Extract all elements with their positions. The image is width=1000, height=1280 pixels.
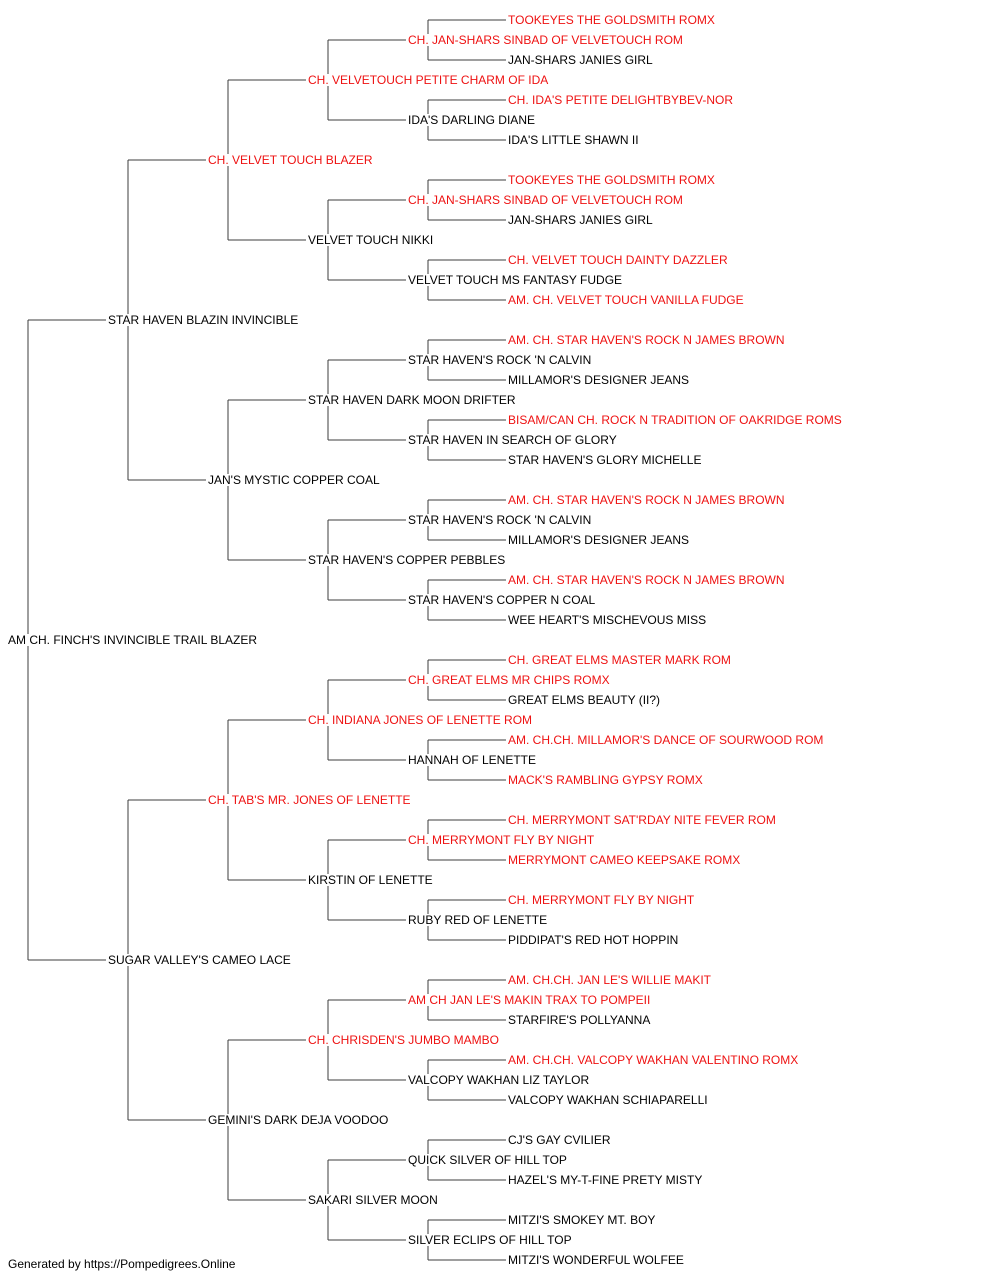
pedigree-node-root-sdsss: AM. CH. STAR HAVEN'S ROCK N JAMES BROWN bbox=[508, 333, 785, 347]
pedigree-node-root-sss: CH. VELVETOUCH PETITE CHARM OF IDA bbox=[308, 73, 548, 87]
pedigree-node-root-sddds: AM. CH. STAR HAVEN'S ROCK N JAMES BROWN bbox=[508, 573, 785, 587]
pedigree-node-root-ddddd: MITZI'S WONDERFUL WOLFEE bbox=[508, 1253, 684, 1267]
pedigree-node-root-dss: CH. INDIANA JONES OF LENETTE ROM bbox=[308, 713, 532, 727]
pedigree-node-root-ddss: AM CH JAN LE'S MAKIN TRAX TO POMPEII bbox=[408, 993, 650, 1007]
pedigree-node-root-dddss: CJ'S GAY CVILIER bbox=[508, 1133, 611, 1147]
pedigree-node-root-dssd: HANNAH OF LENETTE bbox=[408, 753, 536, 767]
pedigree-node-root-: AM CH. FINCH'S INVINCIBLE TRAIL BLAZER bbox=[8, 633, 257, 647]
pedigree-node-root-dd: GEMINI'S DARK DEJA VOODOO bbox=[208, 1113, 388, 1127]
pedigree-node-root-ddsds: AM. CH.CH. VALCOPY WAKHAN VALENTINO ROMX bbox=[508, 1053, 798, 1067]
pedigree-node-root-sds: STAR HAVEN DARK MOON DRIFTER bbox=[308, 393, 516, 407]
footer-credit: Generated by https://Pompedigrees.Online bbox=[8, 1257, 236, 1271]
pedigree-node-root-sdd: STAR HAVEN'S COPPER PEBBLES bbox=[308, 553, 505, 567]
pedigree-node-root-sdssd: MILLAMOR'S DESIGNER JEANS bbox=[508, 373, 689, 387]
pedigree-node-root-dsss: CH. GREAT ELMS MR CHIPS ROMX bbox=[408, 673, 610, 687]
pedigree-node-root-ssdds: CH. VELVET TOUCH DAINTY DAZZLER bbox=[508, 253, 728, 267]
pedigree-node-root-sssds: CH. IDA'S PETITE DELIGHTBYBEV-NOR bbox=[508, 93, 733, 107]
pedigree-node-root-dddd: SILVER ECLIPS OF HILL TOP bbox=[408, 1233, 572, 1247]
pedigree-node-root-sddd: STAR HAVEN'S COPPER N COAL bbox=[408, 593, 596, 607]
pedigree-node-root-ssds: CH. JAN-SHARS SINBAD OF VELVETOUCH ROM bbox=[408, 193, 683, 207]
pedigree-node-root-sdddd: WEE HEART'S MISCHEVOUS MISS bbox=[508, 613, 706, 627]
pedigree-node-root-dsdss: CH. MERRYMONT SAT'RDAY NITE FEVER ROM bbox=[508, 813, 776, 827]
pedigree-node-root-dsssd: GREAT ELMS BEAUTY (II?) bbox=[508, 693, 660, 707]
pedigree-node-root-ssd: VELVET TOUCH NIKKI bbox=[308, 233, 433, 247]
pedigree-node-root-ss: CH. VELVET TOUCH BLAZER bbox=[208, 153, 373, 167]
pedigree-node-root-sssd: IDA'S DARLING DIANE bbox=[408, 113, 535, 127]
pedigree-node-root-sdsdd: STAR HAVEN'S GLORY MICHELLE bbox=[508, 453, 701, 467]
pedigree-node-root-ssss: CH. JAN-SHARS SINBAD OF VELVETOUCH ROM bbox=[408, 33, 683, 47]
pedigree-node-root-dsddd: PIDDIPAT'S RED HOT HOPPIN bbox=[508, 933, 678, 947]
pedigree-node-root-dssdd: MACK'S RAMBLING GYPSY ROMX bbox=[508, 773, 703, 787]
pedigree-node-root-dsdds: CH. MERRYMONT FLY BY NIGHT bbox=[508, 893, 695, 907]
pedigree-node-root-ssdsd: JAN-SHARS JANIES GIRL bbox=[508, 213, 653, 227]
pedigree-node-root-dsdd: RUBY RED OF LENETTE bbox=[408, 913, 547, 927]
pedigree-node-root-sd: JAN'S MYSTIC COPPER COAL bbox=[208, 473, 380, 487]
pedigree-node-root-sssdd: IDA'S LITTLE SHAWN II bbox=[508, 133, 639, 147]
pedigree-node-root-d: SUGAR VALLEY'S CAMEO LACE bbox=[108, 953, 291, 967]
pedigree-node-root-sssss: TOOKEYES THE GOLDSMITH ROMX bbox=[508, 13, 715, 27]
pedigree-node-root-dds: CH. CHRISDEN'S JUMBO MAMBO bbox=[308, 1033, 499, 1047]
pedigree-node-root-ds: CH. TAB'S MR. JONES OF LENETTE bbox=[208, 793, 411, 807]
pedigree-node-root-sdsd: STAR HAVEN IN SEARCH OF GLORY bbox=[408, 433, 617, 447]
pedigree-node-root-ddsd: VALCOPY WAKHAN LIZ TAYLOR bbox=[408, 1073, 589, 1087]
pedigree-node-root-dssds: AM. CH.CH. MILLAMOR'S DANCE OF SOURWOOD … bbox=[508, 733, 823, 747]
pedigree-node-root-ddsss: AM. CH.CH. JAN LE'S WILLIE MAKIT bbox=[508, 973, 712, 987]
pedigree-node-root-sdsds: BISAM/CAN CH. ROCK N TRADITION OF OAKRID… bbox=[508, 413, 842, 427]
pedigree-node-root-dsdsd: MERRYMONT CAMEO KEEPSAKE ROMX bbox=[508, 853, 740, 867]
pedigree-node-root-ssdss: TOOKEYES THE GOLDSMITH ROMX bbox=[508, 173, 715, 187]
pedigree-node-root-ddsdd: VALCOPY WAKHAN SCHIAPARELLI bbox=[508, 1093, 708, 1107]
pedigree-node-root-ddds: QUICK SILVER OF HILL TOP bbox=[408, 1153, 567, 1167]
pedigree-node-root-sddsd: MILLAMOR'S DESIGNER JEANS bbox=[508, 533, 689, 547]
pedigree-node-root-dsds: CH. MERRYMONT FLY BY NIGHT bbox=[408, 833, 595, 847]
pedigree-node-root-sdds: STAR HAVEN'S ROCK 'N CALVIN bbox=[408, 513, 591, 527]
pedigree-node-root-ddssd: STARFIRE'S POLLYANNA bbox=[508, 1013, 650, 1027]
pedigree-node-root-ssdd: VELVET TOUCH MS FANTASY FUDGE bbox=[408, 273, 622, 287]
pedigree-node-root-ssddd: AM. CH. VELVET TOUCH VANILLA FUDGE bbox=[508, 293, 744, 307]
pedigree-node-root-sdss: STAR HAVEN'S ROCK 'N CALVIN bbox=[408, 353, 591, 367]
pedigree-node-root-s: STAR HAVEN BLAZIN INVINCIBLE bbox=[108, 313, 298, 327]
pedigree-node-root-ssssd: JAN-SHARS JANIES GIRL bbox=[508, 53, 653, 67]
pedigree-node-root-dddsd: HAZEL'S MY-T-FINE PRETY MISTY bbox=[508, 1173, 702, 1187]
pedigree-node-root-ddd: SAKARI SILVER MOON bbox=[308, 1193, 438, 1207]
pedigree-node-root-dssss: CH. GREAT ELMS MASTER MARK ROM bbox=[508, 653, 731, 667]
pedigree-node-root-sddss: AM. CH. STAR HAVEN'S ROCK N JAMES BROWN bbox=[508, 493, 785, 507]
pedigree-node-root-dddds: MITZI'S SMOKEY MT. BOY bbox=[508, 1213, 655, 1227]
pedigree-node-root-dsd: KIRSTIN OF LENETTE bbox=[308, 873, 433, 887]
